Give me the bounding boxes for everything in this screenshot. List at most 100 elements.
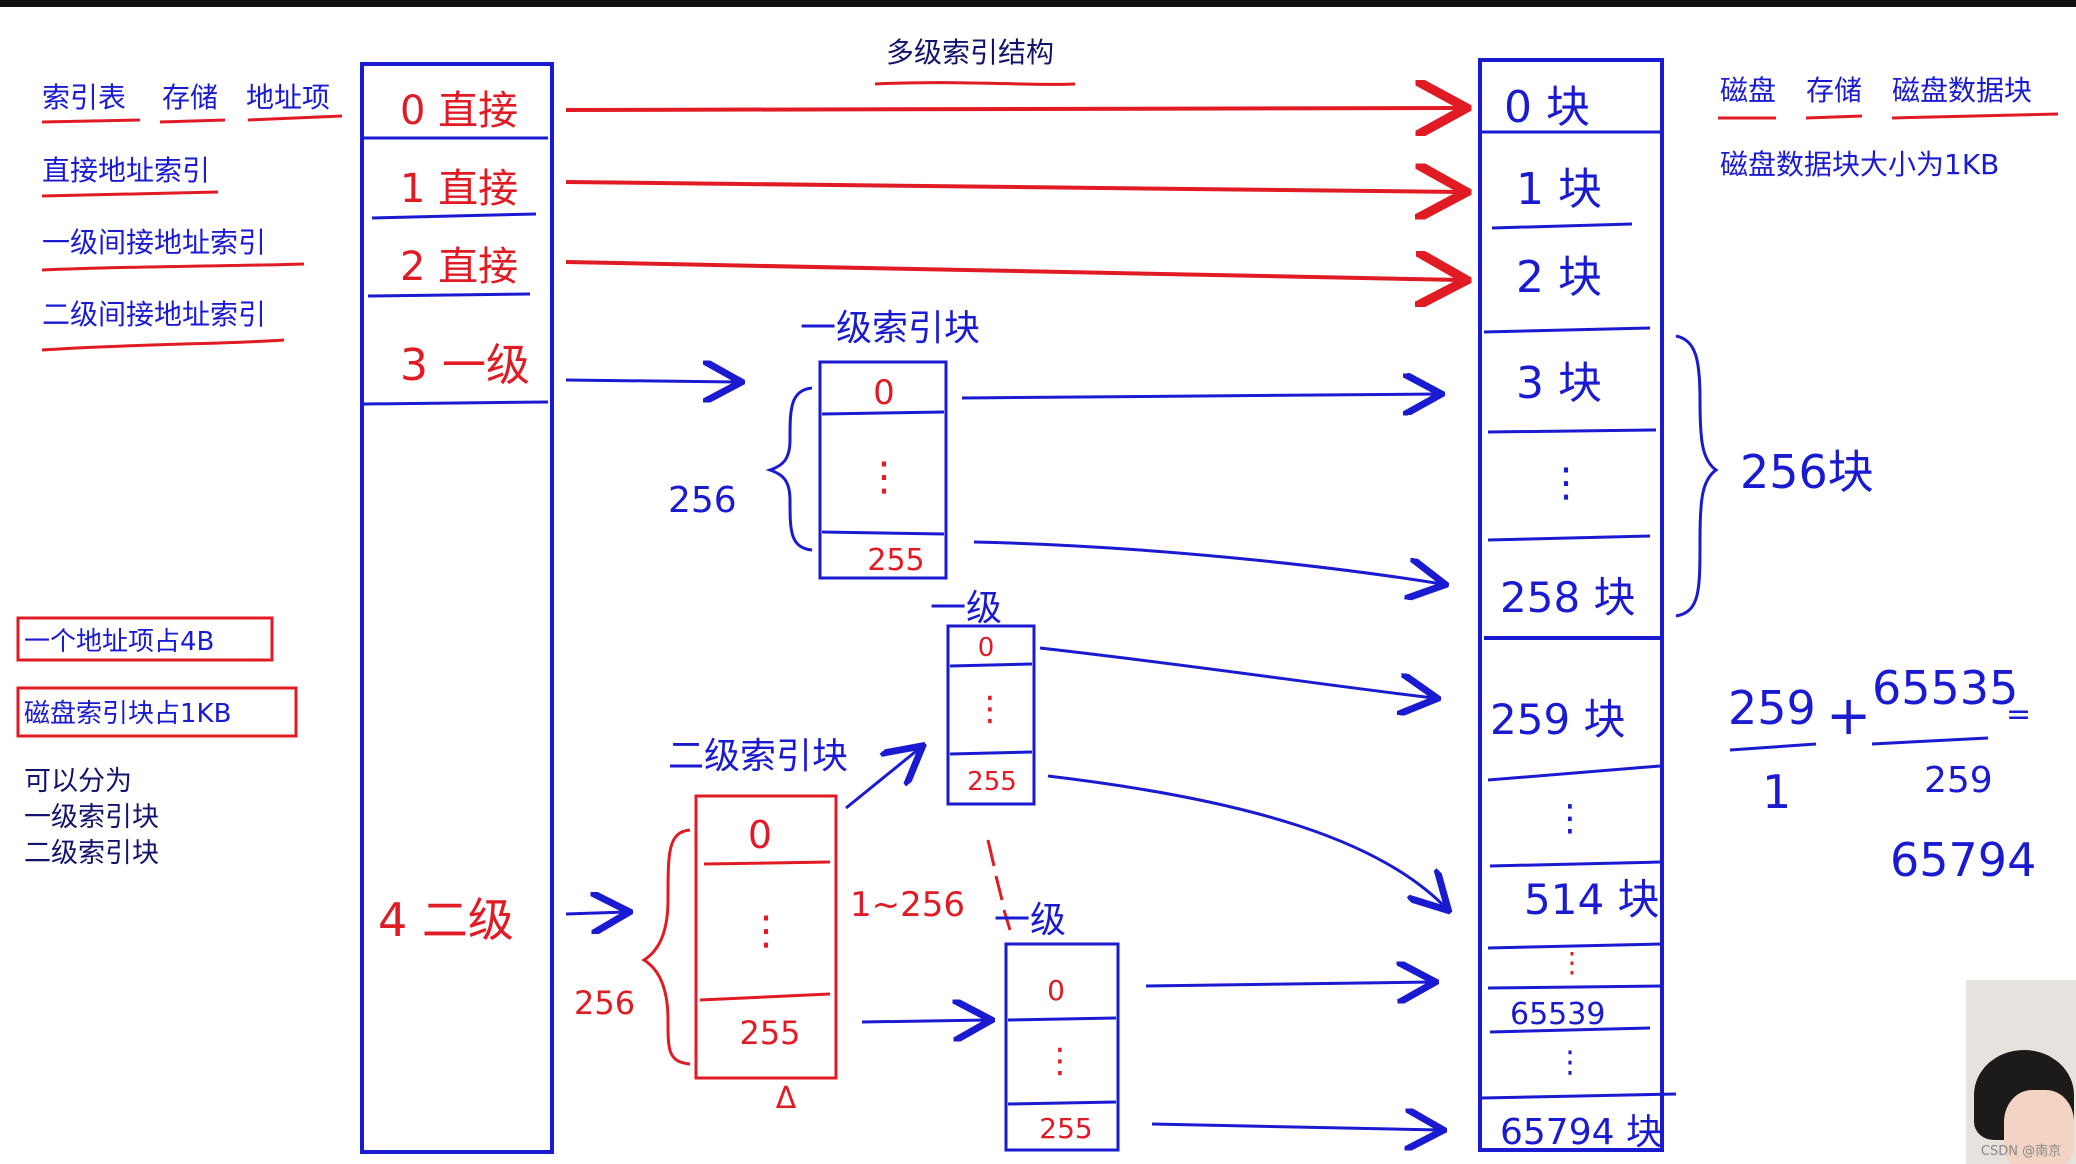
arrow-second-level-255 (861, 1020, 988, 1022)
dots-between-sub-blocks (986, 839, 1012, 931)
sub-block-b-cell-0: 0 (1047, 974, 1065, 1007)
disk-block-0: 0 块 (1504, 82, 1590, 133)
arrow-to-second-level-block (565, 912, 626, 914)
second-level-index-block: 二级索引块 0 ⋮ 255 256 1~256 Δ (565, 736, 965, 1116)
underline-address-item (247, 114, 343, 122)
watermark: CSDN @南京 (1980, 1144, 2062, 1159)
label-address-item-size: 一个地址项占4B (24, 627, 214, 657)
second-level-cell-0: 0 (748, 813, 772, 857)
note-second-level-block: 二级索引块 (24, 838, 159, 869)
disk-dots-3: ⋮ (1558, 946, 1586, 979)
second-level-brace (641, 828, 691, 1066)
direct-pointers (565, 108, 1462, 280)
label-disk-store: 存储 (1806, 74, 1862, 107)
sub-block-b-cell-dots: ⋮ (1043, 1041, 1077, 1081)
sub-block-a: 一级 0 ⋮ 255 (930, 588, 1036, 806)
webcam-overlay (1966, 980, 2076, 1164)
index-entry-0: 0 直接 (400, 88, 518, 134)
calc-b-num: 65535 (1872, 661, 2018, 715)
index-entry-4: 4 二级 (378, 893, 514, 947)
sub-block-a-cell-0: 0 (978, 633, 995, 663)
arrow-sub-a-255 (1047, 774, 1446, 908)
first-level-brace (765, 386, 813, 552)
second-level-marker: Δ (776, 1081, 797, 1116)
underline-disk-store (1805, 114, 1863, 120)
disk-block-3: 3 块 (1516, 358, 1602, 409)
disk-block-65794: 65794 块 (1500, 1112, 1662, 1153)
arrow-direct-1 (565, 182, 1462, 192)
disk-brace-label: 256块 (1740, 445, 1874, 499)
disk-block-258: 258 块 (1500, 573, 1636, 622)
label-index-table: 索引表 (42, 81, 126, 114)
arrow-direct-2 (565, 262, 1462, 280)
label-disk-data-block: 磁盘数据块 (1892, 74, 2032, 107)
note-can-divide: 可以分为 (24, 766, 132, 797)
underline-first-level-index (41, 262, 305, 272)
index-entry-3: 3 一级 (400, 340, 530, 391)
calc-plus: + (1826, 684, 1871, 747)
label-store: 存储 (162, 81, 218, 114)
arrow-direct-0 (565, 108, 1462, 110)
label-second-level-index: 二级间接地址索引 (42, 298, 266, 331)
calc-b-den: 259 (1924, 760, 1993, 801)
disk-dots-1: ⋮ (1546, 460, 1586, 506)
underline-index-table (41, 118, 141, 124)
arrow-sub-b-0 (1145, 982, 1432, 986)
second-level-cell-255: 255 (739, 1014, 800, 1052)
first-level-index-block: 一级索引块 0 ⋮ 255 256 (565, 308, 980, 580)
arrow-sub-a-0 (1039, 646, 1434, 698)
disk-block-1: 1 块 (1516, 164, 1602, 215)
diagram-title: 多级索引结构 (886, 36, 1054, 69)
label-first-level-index: 一级间接地址索引 (42, 226, 266, 259)
underline-disk-data-block (1891, 112, 2059, 120)
disk-brace (1675, 334, 1719, 618)
label-index-block-size: 磁盘索引块占1KB (24, 699, 231, 729)
second-level-brace-label: 256 (574, 984, 635, 1022)
first-level-cell-0: 0 (873, 373, 895, 413)
sub-block-a-cell-dots: ⋮ (973, 689, 1007, 729)
arrow-first-level-255 (973, 540, 1442, 584)
calc-a-num: 259 (1728, 681, 1816, 735)
sub-block-b: 一级 0 ⋮ 255 (994, 900, 1120, 1152)
label-disk-block-size: 磁盘数据块大小为1KB (1720, 148, 1999, 181)
calculation: 259 1 + 65535 259 = 65794 (1728, 661, 2036, 887)
sub-block-a-label: 一级 (930, 588, 1002, 629)
sub-block-b-label: 一级 (994, 900, 1066, 941)
index-table: 0 直接 1 直接 2 直接 3 一级 4 二级 (360, 62, 554, 1154)
box-address-item-size (16, 616, 274, 662)
sub-block-a-cell-255: 255 (967, 767, 1017, 797)
first-level-cell-255: 255 (867, 543, 924, 578)
second-level-block-label: 二级索引块 (668, 736, 848, 777)
calc-result: 65794 (1890, 833, 2036, 887)
label-direct-index: 直接地址索引 (42, 154, 210, 187)
index-entry-2: 2 直接 (400, 244, 518, 290)
calc-eq: = (2006, 697, 2031, 732)
first-level-cell-dots: ⋮ (864, 454, 904, 500)
first-level-block-label: 一级索引块 (800, 308, 980, 349)
calc-b-bar (1871, 736, 1989, 746)
arrow-second-level-0 (845, 748, 920, 810)
underline-direct-index (41, 190, 219, 198)
title-underline (874, 81, 1076, 86)
arrow-to-first-level-block (565, 380, 738, 382)
note-first-level-block: 一级索引块 (24, 802, 159, 833)
disk-block-259: 259 块 (1490, 695, 1626, 744)
index-table-frame (360, 62, 554, 1154)
second-level-range: 1~256 (850, 885, 965, 925)
webcam-person-face (2004, 1090, 2074, 1164)
disk-block-2: 2 块 (1516, 252, 1602, 303)
disk-dots-2: ⋮ (1552, 798, 1588, 839)
underline-second-level-index (41, 338, 285, 352)
right-labels: 磁盘 存储 磁盘数据块 磁盘数据块大小为1KB (1718, 74, 2059, 181)
left-labels: 索引表 存储 地址项 直接地址索引 一级间接地址索引 二级间接地址索引 一个地址… (16, 81, 343, 869)
second-level-cell-dots: ⋮ (746, 908, 786, 954)
label-address-item: 地址项 (246, 81, 330, 114)
disk-block-514: 514 块 (1524, 875, 1660, 924)
disk-dots-4: ⋮ (1555, 1045, 1585, 1080)
disk-column: 0 块 1 块 2 块 3 块 ⋮ 258 块 259 块 ⋮ 514 块 ⋮ … (1478, 58, 1874, 1153)
top-bar (0, 0, 2076, 7)
sub-block-b-cell-255: 255 (1039, 1112, 1092, 1145)
calc-a-den: 1 (1762, 765, 1791, 819)
index-entry-1: 1 直接 (400, 166, 518, 212)
